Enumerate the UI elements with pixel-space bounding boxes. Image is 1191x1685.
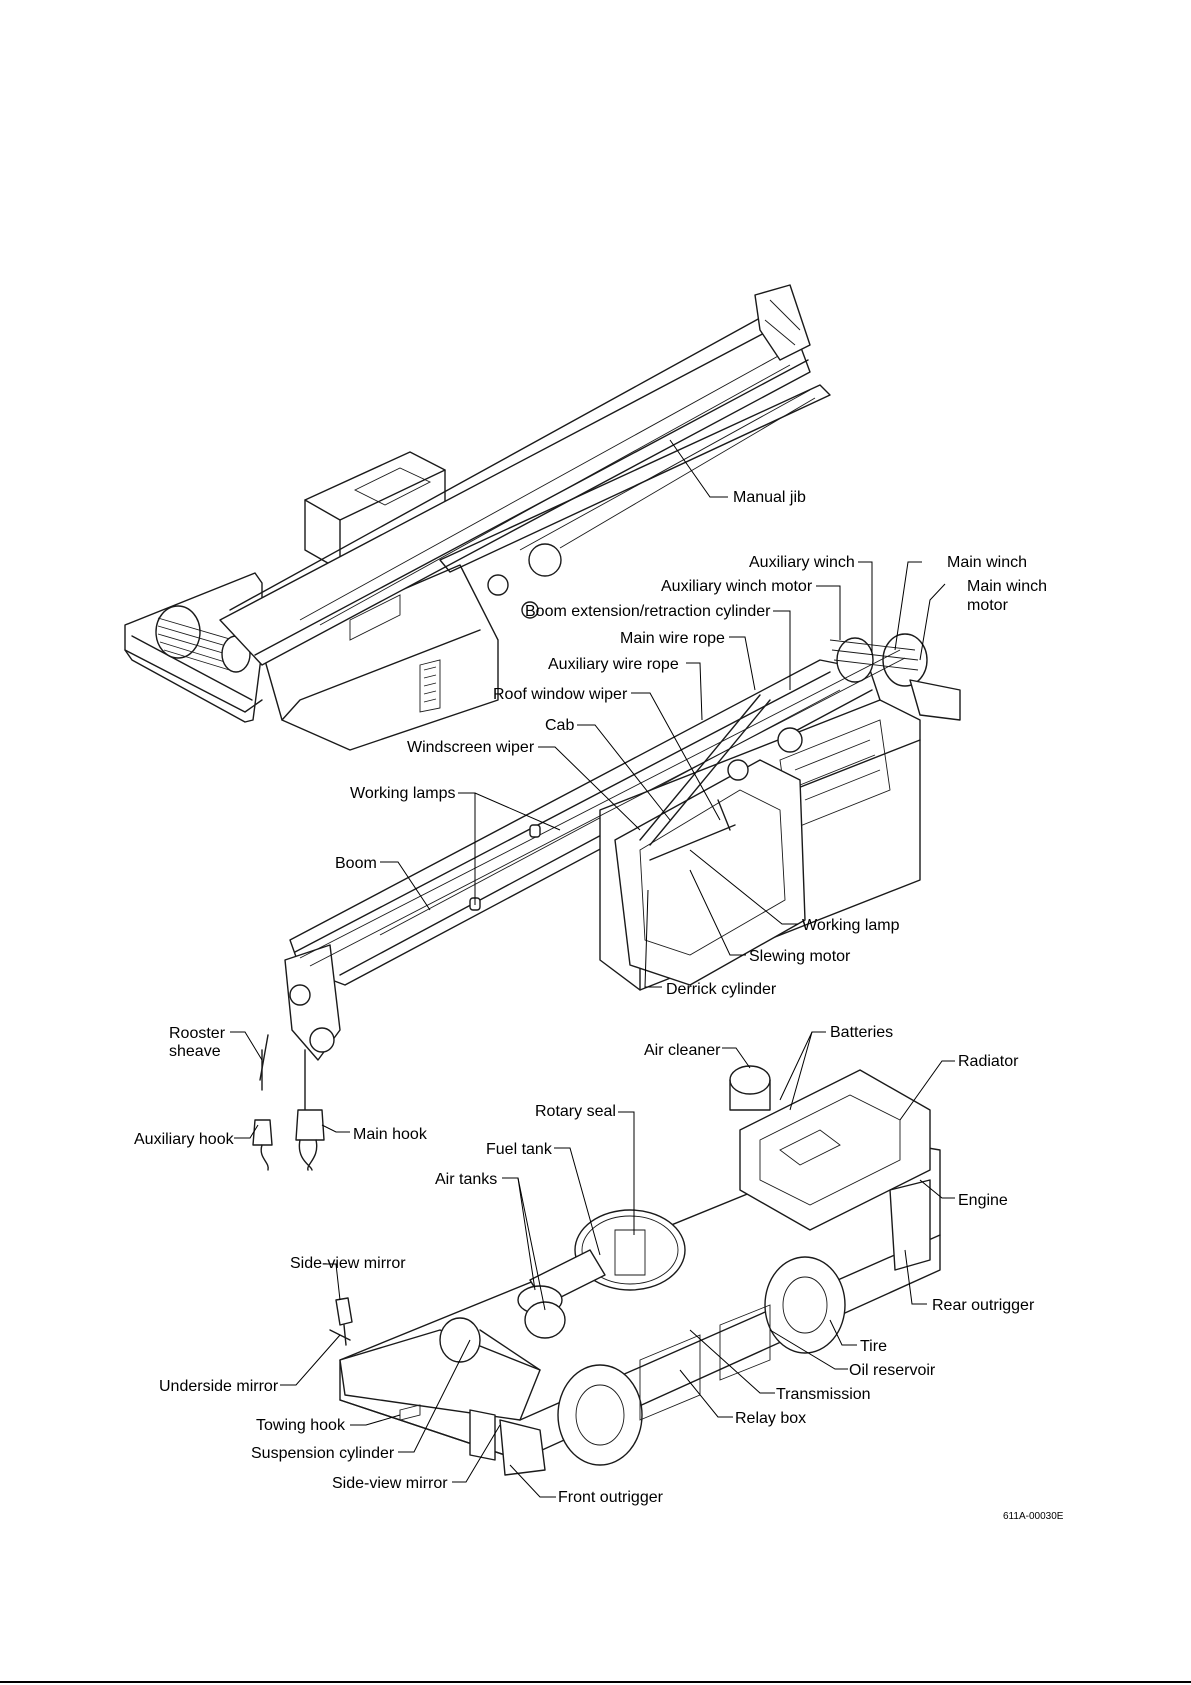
label-radiator: Radiator: [958, 1053, 1019, 1070]
label-boom: Boom: [335, 855, 377, 872]
label-main-winch-motor-line2: motor: [967, 597, 1009, 614]
label-slewing-motor: Slewing motor: [749, 948, 851, 965]
label-front-outrigger: Front outrigger: [558, 1489, 664, 1506]
label-derrick-cylinder: Derrick cylinder: [666, 981, 777, 998]
crane-carrier-drawing: [329, 1065, 941, 1476]
label-auxiliary-winch-motor: Auxiliary winch motor: [661, 578, 813, 595]
bottom-rule: [0, 1681, 1191, 1683]
label-batteries: Batteries: [830, 1024, 893, 1041]
label-rear-outrigger: Rear outrigger: [932, 1297, 1035, 1314]
label-side-view-mirror-bottom: Side-view mirror: [332, 1475, 448, 1492]
label-air-cleaner: Air cleaner: [644, 1042, 721, 1059]
label-rotary-seal: Rotary seal: [535, 1103, 616, 1120]
leader-lines: [230, 439, 955, 1498]
label-main-wire-rope: Main wire rope: [620, 630, 725, 647]
label-windscreen-wiper: Windscreen wiper: [407, 739, 535, 756]
label-towing-hook: Towing hook: [256, 1417, 346, 1434]
label-working-lamp: Working lamp: [802, 917, 900, 934]
label-main-hook: Main hook: [353, 1126, 428, 1143]
label-manual-jib: Manual jib: [733, 489, 806, 506]
label-rooster-sheave-line2: sheave: [169, 1043, 221, 1060]
label-underside-mirror: Underside mirror: [159, 1378, 279, 1395]
label-main-winch: Main winch: [947, 554, 1027, 571]
label-transmission: Transmission: [776, 1386, 871, 1403]
label-roof-window-wiper: Roof window wiper: [493, 686, 628, 703]
label-cab: Cab: [545, 717, 574, 734]
label-side-view-mirror-top: Side-view mirror: [290, 1255, 406, 1272]
label-main-winch-motor-line1: Main winch: [967, 578, 1047, 595]
label-auxiliary-winch: Auxiliary winch: [749, 554, 855, 571]
label-fuel-tank: Fuel tank: [486, 1141, 553, 1158]
label-engine: Engine: [958, 1192, 1008, 1209]
crane-upper-structure-drawing: [252, 633, 961, 1171]
crane-rear-view-drawing: [124, 284, 831, 751]
label-rooster-sheave-line1: Rooster: [169, 1025, 226, 1042]
label-oil-reservoir: Oil reservoir: [849, 1362, 936, 1379]
label-air-tanks: Air tanks: [435, 1171, 497, 1188]
part-labels: Manual jib Auxiliary winch Main winch Au…: [134, 489, 1064, 1522]
label-relay-box: Relay box: [735, 1410, 806, 1427]
drawing-code: 611A-00030E: [1003, 1511, 1064, 1522]
label-working-lamps: Working lamps: [350, 785, 456, 802]
label-boom-extension-cylinder: Boom extension/retraction cylinder: [525, 603, 771, 620]
label-suspension-cylinder: Suspension cylinder: [251, 1445, 395, 1462]
label-auxiliary-wire-rope: Auxiliary wire rope: [548, 656, 679, 673]
label-tire: Tire: [860, 1338, 887, 1355]
label-auxiliary-hook: Auxiliary hook: [134, 1131, 235, 1148]
